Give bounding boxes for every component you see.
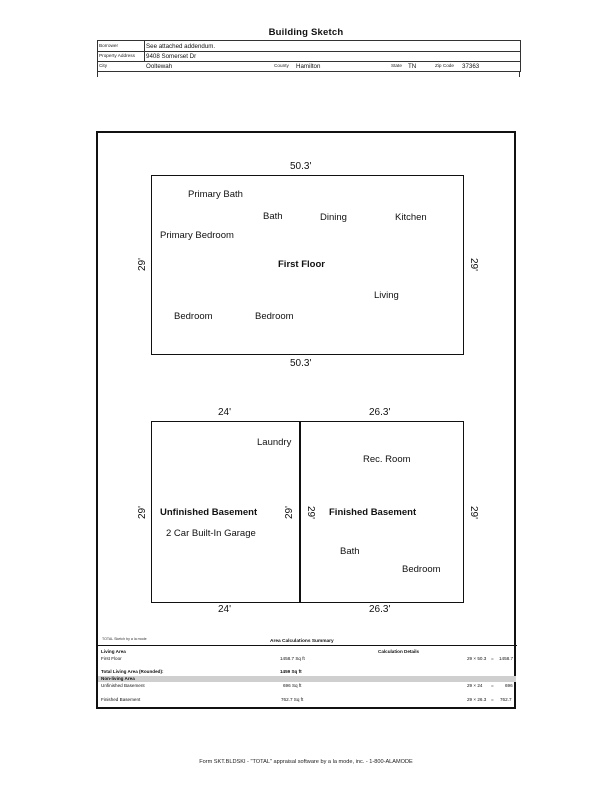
room-label: Kitchen (395, 212, 427, 223)
room-label: Rec. Room (363, 454, 411, 465)
state-label: State (391, 63, 402, 68)
room-label: Bedroom (402, 564, 441, 575)
finished-basement-name: Finished Basement (329, 507, 417, 518)
city-label: City (99, 63, 108, 68)
calc-details-header: Calculation Details (378, 649, 420, 654)
header-tail-right (519, 71, 520, 77)
area-row-name: Finished Basement (101, 697, 141, 702)
state-value: TN (408, 62, 417, 70)
header-tail-left (97, 71, 98, 77)
area-row-eq: = (491, 683, 494, 688)
first-floor-dim-left: 29' (137, 257, 149, 272)
room-label: 2 Car Built-In Garage (166, 528, 256, 539)
summary-title: Area Calculations Summary (270, 639, 334, 644)
city-row: City Ooltewah County Hamilton State TN Z… (98, 61, 520, 72)
unfinished-dim-left: 29' (137, 505, 149, 520)
area-row-result: 1458.7 (499, 656, 514, 661)
page-title: Building Sketch (268, 27, 344, 38)
room-label: Primary Bath (188, 189, 243, 200)
sketch-credit: TOTAL Sketch by a la mode (102, 637, 147, 641)
first-floor-dim-right: 29' (468, 257, 480, 272)
total-living-label: Total Living Area (Rounded): (101, 669, 164, 674)
borrower-row: Borrower See attached addendum. (98, 41, 520, 52)
summary-top-rule (97, 645, 517, 646)
area-row-value: 762.7 Sq ft (281, 697, 304, 702)
page-footer: Form SKT.BLDSKI - "TOTAL" appraisal soft… (199, 759, 413, 765)
first-floor-outline (151, 175, 464, 355)
room-label: Bath (263, 211, 283, 222)
area-row-calc: 29 × 26.3 (467, 697, 487, 702)
area-row-calc: 29 × 24 (467, 683, 483, 688)
finished-basement-outline (299, 421, 464, 603)
living-area-header: Living Area (101, 649, 126, 654)
area-row-name: First Floor (101, 656, 122, 661)
nonliving-band (98, 676, 516, 682)
room-label: Bath (340, 546, 360, 557)
total-living-value: 1459 Sq ft (280, 669, 302, 674)
header-info-table: Borrower See attached addendum. Property… (97, 40, 521, 72)
room-label: Primary Bedroom (160, 230, 234, 241)
room-label: Dining (320, 212, 347, 223)
city-value: Ooltewah (146, 62, 173, 70)
finished-dim-top: 26.3' (369, 407, 391, 418)
area-row-result: 696 (505, 683, 513, 688)
sketch-frame (96, 131, 516, 709)
finished-dim-left: 29' (305, 505, 317, 520)
unfinished-basement-outline (151, 421, 301, 603)
area-row-eq: = (491, 656, 494, 661)
area-row-name: Unfinished Basement (101, 683, 145, 688)
nonliving-header: Non-living Area (101, 676, 135, 681)
address-value: 9408 Somerset Dr (146, 52, 197, 60)
finished-dim-right: 29' (468, 505, 480, 520)
room-label: Bedroom (255, 311, 294, 322)
borrower-label: Borrower (99, 43, 119, 48)
unfinished-dim-right: 29' (284, 505, 296, 520)
area-row-value: 696 Sq ft (283, 683, 302, 688)
first-floor-name: First Floor (278, 259, 325, 270)
first-floor-dim-bottom: 50.3' (290, 358, 312, 369)
zip-value: 37363 (462, 62, 480, 70)
address-label: Property Address (99, 53, 135, 58)
unfinished-dim-bottom: 24' (218, 604, 232, 615)
county-value: Hamilton (296, 62, 321, 70)
address-row: Property Address 9408 Somerset Dr (98, 51, 520, 62)
room-label: Bedroom (174, 311, 213, 322)
unfinished-basement-name: Unfinished Basement (160, 507, 258, 518)
finished-dim-bottom: 26.3' (369, 604, 391, 615)
borrower-value: See attached addendum. (146, 42, 216, 50)
first-floor-dim-top: 50.3' (290, 161, 312, 172)
unfinished-dim-top: 24' (218, 407, 232, 418)
header-divider (144, 41, 145, 61)
area-row-calc: 29 × 50.3 (467, 656, 487, 661)
room-label: Laundry (257, 437, 292, 448)
area-row-value: 1458.7 Sq ft (280, 656, 305, 661)
room-label: Living (374, 290, 399, 301)
zip-label: Zip Code (435, 63, 455, 68)
area-row-eq: = (491, 697, 494, 702)
area-row-result: 762.7 (500, 697, 512, 702)
county-label: County (274, 63, 289, 68)
